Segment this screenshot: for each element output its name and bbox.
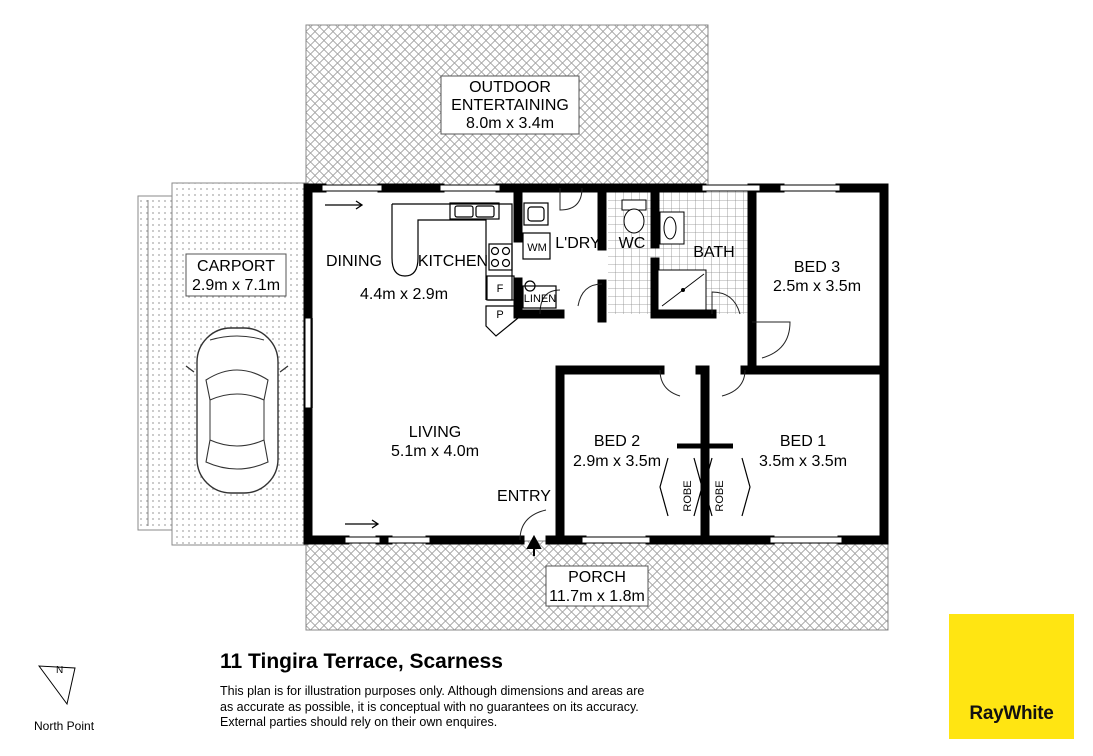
laundry-label: L'DRY [555,235,601,252]
outdoor-label-line2: ENTERTAINING [451,97,569,114]
sliding-door-arrow [345,519,380,529]
bathroom-fixtures [621,199,707,311]
kitchen-fixtures [391,202,557,337]
bed3-dimensions: 2.5m x 3.5m [773,278,861,295]
windows [304,184,843,544]
linen-label: LINEN [524,293,556,305]
sliding-door-arrow [325,200,364,210]
north-point-label: North Point [34,719,95,733]
bath-label: BATH [693,244,734,261]
floor-plan: OUTDOOR ENTERTAINING 8.0m x 3.4m CARPORT… [137,24,889,631]
disclaimer: This plan is for illustration purposes o… [220,684,690,731]
porch-label-box [545,565,649,607]
bed3-label: BED 3 [794,259,840,276]
wc-label: WC [619,235,646,252]
door-swings [519,187,791,556]
property-address: 11 Tingira Terrace, Scarness [220,650,503,673]
outdoor-dimensions: 8.0m x 3.4m [466,115,554,132]
disclaimer-line: as accurate as possible, it is conceptua… [220,699,639,714]
robe-left-label: ROBE [682,480,694,511]
pantry-label: P [496,309,503,321]
living-dimensions: 5.1m x 4.0m [391,443,479,460]
disclaimer-line: This plan is for illustration purposes o… [220,684,645,698]
outdoor-label-line1: OUTDOOR [469,79,551,96]
kitchen-label: KITCHEN [418,253,488,270]
porch-label: PORCH [568,569,626,586]
bed1-label: BED 1 [780,433,826,450]
bed2-dimensions: 2.9m x 3.5m [573,453,661,470]
bed1-dimensions: 3.5m x 3.5m [759,453,847,470]
outdoor-label-box [440,75,580,135]
dining-label: DINING [326,253,382,270]
kitchen-dimensions: 4.4m x 2.9m [360,286,448,303]
carport-dimensions: 2.9m x 7.1m [192,277,280,294]
washing-machine-label: WM [527,242,547,254]
carport-label-box [185,253,287,297]
carport-side-edge [137,195,173,531]
car-icon [185,327,289,494]
carport-label: CARPORT [197,258,275,275]
robe-partitions [659,443,751,517]
living-label: LIVING [409,424,461,441]
bed2-label: BED 2 [594,433,640,450]
fridge-label: F [497,283,504,295]
north-letter: N [56,665,63,676]
entry-label: ENTRY [497,488,551,505]
raywhite-logo: RayWhite [949,614,1074,739]
north-arrow-icon: N [37,665,76,706]
logo-text: RayWhite [969,703,1054,724]
robe-right-label: ROBE [714,480,726,511]
disclaimer-line: External parties should rely on their ow… [220,715,498,729]
interior-walls [513,183,889,545]
porch-dimensions: 11.7m x 1.8m [549,588,645,605]
